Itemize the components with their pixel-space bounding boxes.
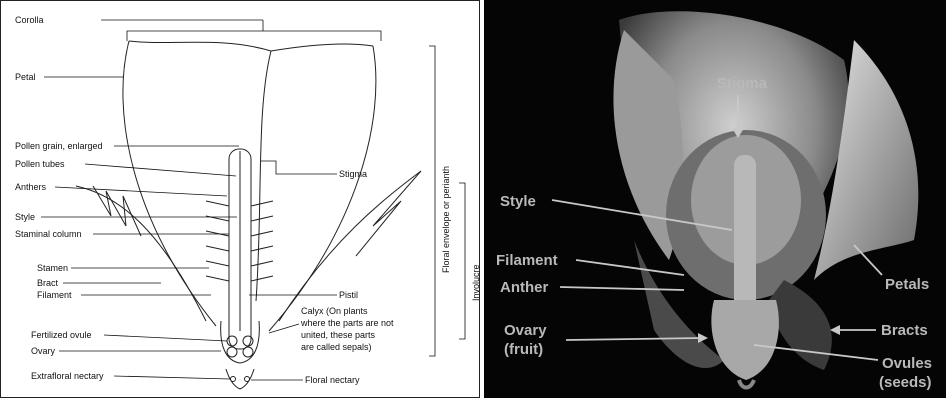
corolla-bracket: [127, 31, 381, 41]
label-pollen-tubes: Pollen tubes: [15, 159, 65, 169]
flower-diagram-panel: Floral envelope or perianth Involucre Co…: [0, 0, 480, 398]
floral-envelope-label: Floral envelope or perianth: [441, 166, 451, 273]
photo-label-ovules-1: Ovules: [882, 355, 932, 372]
photo-label-petals: Petals: [885, 276, 929, 293]
stamens-right: [251, 201, 273, 281]
label-calyx-4: are called sepals): [301, 342, 372, 352]
stamens-left: [206, 201, 229, 281]
label-calyx-1: Calyx (On plants: [301, 306, 368, 316]
extrafloral-nectary-mark: [231, 377, 236, 382]
label-pollen-grain: Pollen grain, enlarged: [15, 141, 103, 151]
label-filament: Filament: [37, 290, 72, 300]
bract-left: [76, 186, 206, 321]
ovule: [227, 336, 237, 346]
flower-photo-panel: Stigma Style Filament Anther Ovary (frui…: [484, 0, 946, 398]
involucre-label: Involucre: [471, 264, 479, 301]
photo-label-ovary-2: (fruit): [504, 341, 543, 358]
ovule: [243, 347, 253, 357]
ovule: [243, 336, 253, 346]
label-calyx-2: where the parts are not: [300, 318, 394, 328]
label-calyx-3: united, these parts: [301, 330, 376, 340]
label-anthers: Anthers: [15, 182, 47, 192]
photo-label-ovary-1: Ovary: [504, 322, 547, 339]
photo-label-filament: Filament: [496, 252, 558, 269]
label-ovary: Ovary: [31, 346, 56, 356]
flower-photo: Stigma Style Filament Anther Ovary (frui…: [484, 0, 946, 398]
photo-label-bracts: Bracts: [881, 322, 928, 339]
label-extrafloral-nectary: Extrafloral nectary: [31, 371, 104, 381]
label-petal: Petal: [15, 72, 36, 82]
petal-right-outline: [269, 46, 376, 331]
photo-label-ovules-2: (seeds): [879, 374, 932, 391]
style-column: [734, 155, 756, 315]
ovule: [227, 347, 237, 357]
flower-diagram: Floral envelope or perianth Involucre Co…: [1, 1, 479, 397]
label-stigma: Stigma: [339, 169, 367, 179]
label-style: Style: [15, 212, 35, 222]
label-fertilized-ovule: Fertilized ovule: [31, 330, 92, 340]
ovary-body: [711, 300, 779, 380]
stem: [739, 380, 754, 388]
involucre-bracket: [459, 183, 465, 339]
photo-label-stigma: Stigma: [717, 75, 768, 92]
label-floral-nectary: Floral nectary: [305, 375, 360, 385]
label-bract: Bract: [37, 278, 59, 288]
label-staminal-column: Staminal column: [15, 229, 82, 239]
floral-nectary-mark: [245, 377, 250, 382]
label-pistil: Pistil: [339, 290, 358, 300]
floral-envelope-bracket: [429, 46, 435, 356]
photo-label-anther: Anther: [500, 279, 548, 296]
photo-label-style: Style: [500, 193, 536, 210]
label-stamen: Stamen: [37, 263, 68, 273]
petal-top-edge: [129, 41, 373, 51]
label-corolla: Corolla: [15, 15, 44, 25]
